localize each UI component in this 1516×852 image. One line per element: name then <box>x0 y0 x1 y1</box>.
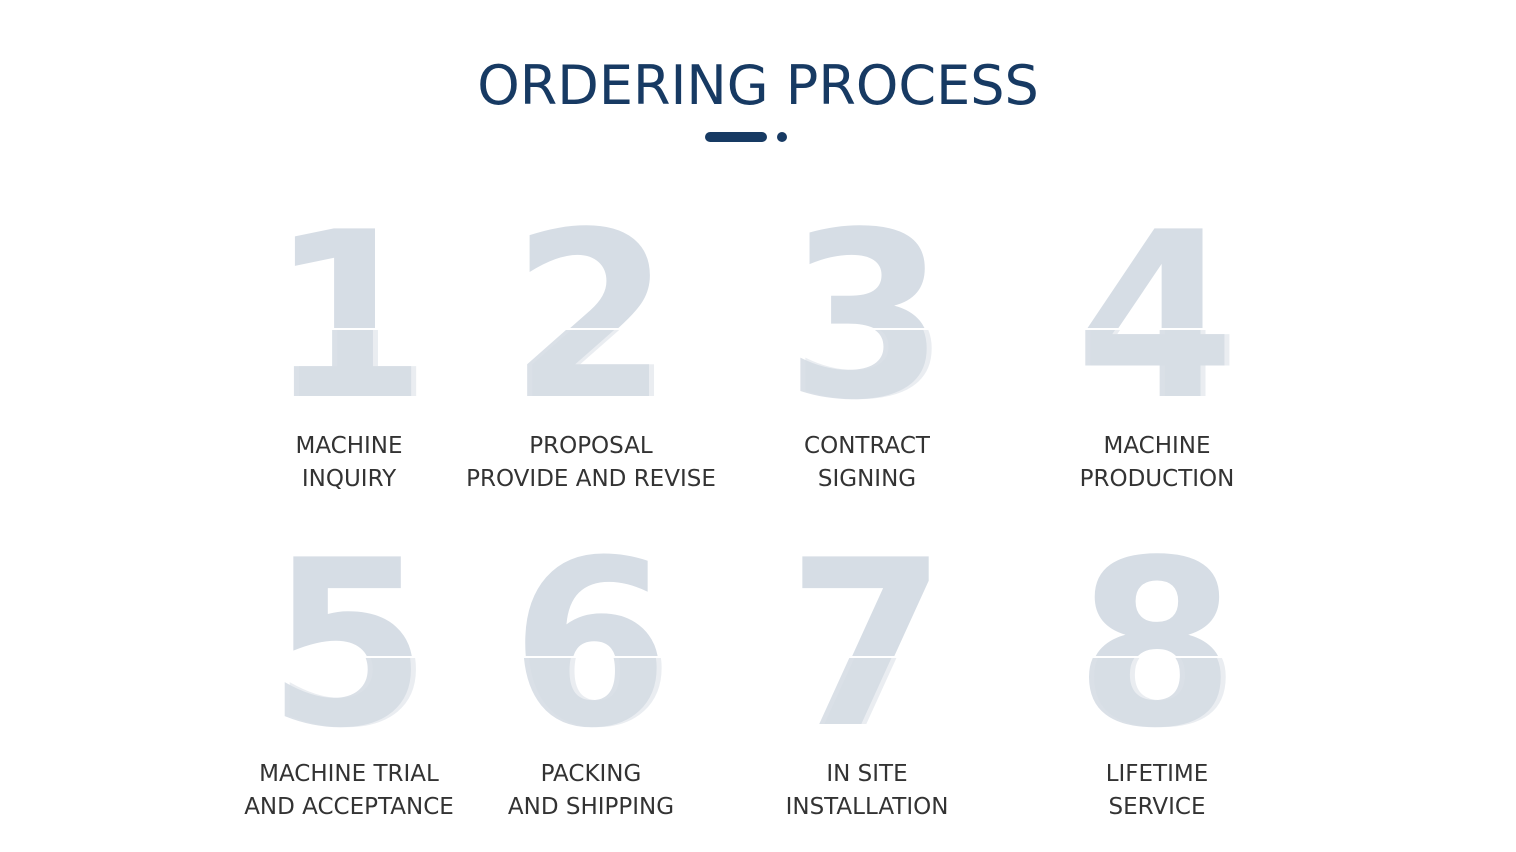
step-7: 7 7 7 IN SITE INSTALLATION <box>727 548 1007 848</box>
svg-text:1: 1 <box>267 220 427 400</box>
step-label-line2: INQUIRY <box>301 466 397 492</box>
step-6: 6 6 6 PACKING AND SHIPPING <box>451 548 731 848</box>
svg-text:7: 7 <box>790 548 950 728</box>
step-label-line2: SIGNING <box>817 466 917 492</box>
svg-text:6: 6 <box>514 548 674 728</box>
step-label-8: LIFETIME SERVICE <box>1017 758 1297 824</box>
step-4: 4 4 4 MACHINE PRODUCTION <box>1017 220 1297 520</box>
step-label-line1: CONTRACT <box>804 433 930 459</box>
step-label-line2: AND ACCEPTANCE <box>244 794 454 820</box>
svg-text:8: 8 <box>1080 548 1240 728</box>
svg-text:2: 2 <box>509 220 669 400</box>
step-number-8: 8 8 8 <box>1017 548 1297 728</box>
step-5: 5 5 5 MACHINE TRIAL AND ACCEPTANCE <box>209 548 489 848</box>
svg-text:5: 5 <box>269 548 429 728</box>
svg-text:2: 2 <box>514 220 674 400</box>
step-number-3: 3 3 3 <box>727 220 1007 400</box>
step-label-4: MACHINE PRODUCTION <box>1017 430 1297 496</box>
svg-text:7: 7 <box>785 548 945 728</box>
step-label-1: MACHINE INQUIRY <box>209 430 489 496</box>
step-label-line2: AND SHIPPING <box>507 794 675 820</box>
step-label-6: PACKING AND SHIPPING <box>451 758 731 824</box>
svg-text:5: 5 <box>272 548 432 728</box>
svg-text:4: 4 <box>1077 220 1237 400</box>
step-number-6: 6 6 6 <box>451 548 731 728</box>
step-1: 1 1 1 MACHINE INQUIRY <box>209 220 489 520</box>
svg-text:3: 3 <box>785 220 945 400</box>
step-label-line2: PROVIDE AND REVISE <box>466 466 716 492</box>
step-label-line1: PROPOSAL <box>529 433 653 459</box>
svg-text:4: 4 <box>1080 220 1240 400</box>
step-label-line2: PRODUCTION <box>1079 466 1235 492</box>
step-number-4: 4 4 4 <box>1017 220 1297 400</box>
title-divider <box>705 132 795 142</box>
step-number-1: 1 1 1 <box>209 220 489 400</box>
divider-dot <box>777 132 787 142</box>
svg-text:7: 7 <box>787 548 947 728</box>
step-8: 8 8 8 LIFETIME SERVICE <box>1017 548 1297 848</box>
step-label-line1: IN SITE <box>826 761 908 787</box>
svg-text:3: 3 <box>790 220 950 400</box>
step-label-line2: SERVICE <box>1108 794 1206 820</box>
svg-text:5: 5 <box>267 548 427 728</box>
step-number-5: 5 5 5 <box>209 548 489 728</box>
step-3: 3 3 3 CONTRACT SIGNING <box>727 220 1007 520</box>
step-label-3: CONTRACT SIGNING <box>727 430 1007 496</box>
step-label-line1: MACHINE <box>295 433 403 459</box>
svg-text:6: 6 <box>511 548 671 728</box>
step-label-line1: MACHINE <box>1103 433 1211 459</box>
svg-text:8: 8 <box>1075 548 1235 728</box>
step-label-line1: PACKING <box>540 761 642 787</box>
step-number-7: 7 7 7 <box>727 548 1007 728</box>
page-title: ORDERING PROCESS <box>477 54 1039 117</box>
step-label-2: PROPOSAL PROVIDE AND REVISE <box>451 430 731 496</box>
step-label-7: IN SITE INSTALLATION <box>727 758 1007 824</box>
svg-text:2: 2 <box>511 220 671 400</box>
step-label-5: MACHINE TRIAL AND ACCEPTANCE <box>209 758 489 824</box>
step-label-line1: LIFETIME <box>1105 761 1209 787</box>
svg-text:4: 4 <box>1075 220 1235 400</box>
step-2: 2 2 2 PROPOSAL PROVIDE AND REVISE <box>451 220 731 520</box>
divider-bar <box>705 132 767 142</box>
step-label-line2: INSTALLATION <box>785 794 949 820</box>
svg-text:1: 1 <box>272 220 432 400</box>
svg-text:1: 1 <box>269 220 429 400</box>
svg-text:6: 6 <box>509 548 669 728</box>
step-label-line1: MACHINE TRIAL <box>259 761 439 787</box>
step-number-2: 2 2 2 <box>451 220 731 400</box>
svg-text:8: 8 <box>1077 548 1237 728</box>
svg-text:3: 3 <box>787 220 947 400</box>
